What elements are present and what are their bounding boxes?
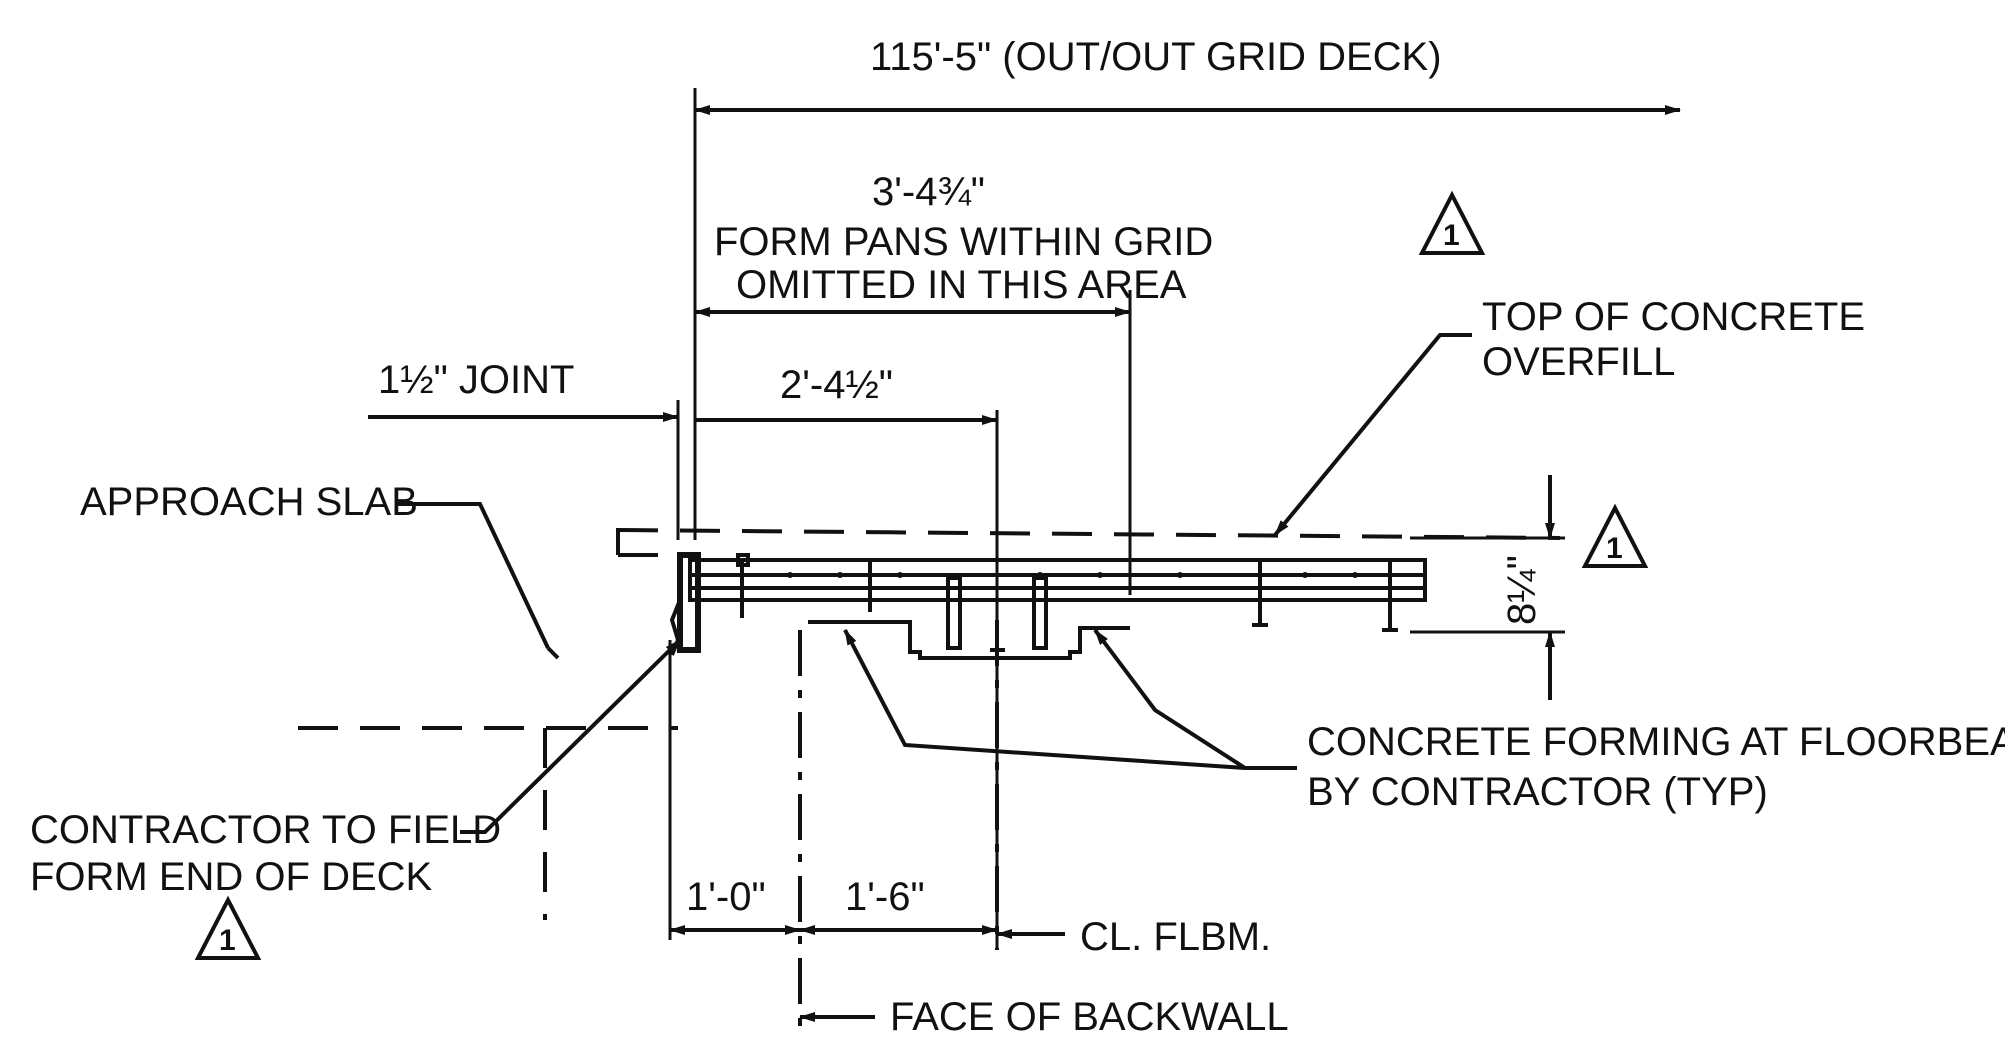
form-pans-label-line1: FORM PANS WITHIN GRID xyxy=(714,220,1213,264)
field-form-callout: CONTRACTOR TO FIELD FORM END OF DECK xyxy=(30,638,682,899)
floorbeam-forming xyxy=(808,620,1130,950)
backwall-dimensions: 1'-0" 1'-6" CL. FLBM. FACE OF BACKWALL xyxy=(668,630,1289,1039)
forming-label-line2: BY CONTRACTOR (TYP) xyxy=(1307,770,1768,814)
deck-depth-text: 8¼" xyxy=(1500,555,1544,625)
approach-slab-label: APPROACH SLAB xyxy=(80,480,418,524)
form-pans-dimension-text: 3'-4¾" xyxy=(872,170,985,214)
top-of-concrete-line xyxy=(617,528,1561,540)
revision-triangle-right: 1 xyxy=(1581,503,1649,568)
joint-dimension: 1½" JOINT 2'-4½" xyxy=(368,358,999,950)
form-pans-dimension: 3'-4¾" FORM PANS WITHIN GRID OMITTED IN … xyxy=(693,170,1213,595)
floorbeam-dimension-text: 2'-4½" xyxy=(780,363,893,407)
top-of-concrete-callout: TOP OF CONCRETE OVERFILL xyxy=(1273,295,1865,537)
revision-triangle-bottom: 1 xyxy=(194,895,262,960)
grid-deck xyxy=(669,552,1427,656)
one-six-dimension-text: 1'-6" xyxy=(845,875,925,919)
forming-callout: CONCRETE FORMING AT FLOORBEAMS BY CONTRA… xyxy=(843,628,2005,814)
forming-label-line1: CONCRETE FORMING AT FLOORBEAMS xyxy=(1307,720,2005,764)
revision-number: 1 xyxy=(219,924,236,957)
one-foot-dimension-text: 1'-0" xyxy=(686,875,766,919)
overall-dimension-text: 115'-5" (OUT/OUT GRID DECK) xyxy=(870,35,1442,79)
joint-dimension-text: 1½" JOINT xyxy=(378,358,574,402)
field-form-label-line2: FORM END OF DECK xyxy=(30,855,433,899)
top-of-concrete-line1: TOP OF CONCRETE xyxy=(1482,295,1865,339)
field-form-label-line1: CONTRACTOR TO FIELD xyxy=(30,808,501,852)
revision-triangle-top: 1 xyxy=(1418,190,1486,255)
overall-dimension: 115'-5" (OUT/OUT GRID DECK) xyxy=(693,35,1681,540)
approach-slab: APPROACH SLAB xyxy=(80,480,678,920)
deck-depth-dimension: 8¼" xyxy=(1410,475,1565,700)
backwall-label: FACE OF BACKWALL xyxy=(890,995,1289,1039)
revision-number: 1 xyxy=(1443,219,1460,252)
top-of-concrete-line2: OVERFILL xyxy=(1482,340,1675,384)
cl-floorbeam-label: CL. FLBM. xyxy=(1080,915,1271,959)
revision-number: 1 xyxy=(1606,532,1623,565)
form-pans-label-line2: OMITTED IN THIS AREA xyxy=(736,263,1187,307)
